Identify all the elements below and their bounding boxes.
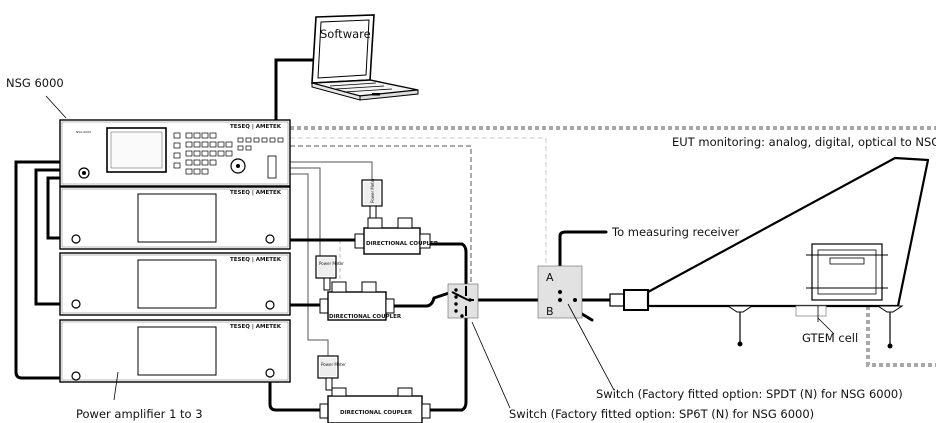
gtem-cell <box>609 156 930 349</box>
spdt-switch: A B <box>537 265 583 319</box>
software-label: Software <box>320 27 371 41</box>
sp6t-switch-label: Switch (Factory fitted option: SP6T (N) … <box>509 407 814 421</box>
power-meter-3: Power Meter <box>317 355 346 391</box>
nsg-panel-model: NSG 6000 <box>76 130 91 134</box>
amp1-brand: TESEQ | AMETEK <box>230 190 282 196</box>
nsg6000-label: NSG 6000 <box>6 76 64 90</box>
power-meter-2-label: Power Meter <box>319 261 344 266</box>
eut-monitoring-label: EUT monitoring: analog, digital, optical… <box>672 135 936 149</box>
label-pointers <box>45 95 835 409</box>
spdt-switch-label: Switch (Factory fitted option: SPDT (N) … <box>596 387 903 401</box>
power-meter-3-label: Power Meter <box>321 362 346 367</box>
coupler-2-label: DIRECTIONAL COUPLER <box>329 314 402 320</box>
directional-coupler-3: DIRECTIONAL COUPLER <box>319 387 431 423</box>
measuring-receiver-label: To measuring receiver <box>611 225 740 239</box>
laptop-icon: Software <box>311 14 419 101</box>
nsg-brand: TESEQ | AMETEK <box>230 124 282 130</box>
control-lines <box>290 161 373 356</box>
amp3-brand: TESEQ | AMETEK <box>230 324 282 330</box>
power-meter-2: Power Meter <box>315 255 344 291</box>
power-amplifier-3: TESEQ | AMETEK <box>59 319 291 383</box>
amp2-brand: TESEQ | AMETEK <box>230 257 282 263</box>
coupler-3-label: DIRECTIONAL COUPLER <box>340 410 413 416</box>
sp6t-switch <box>447 283 479 319</box>
power-meter-1: Power Meter <box>361 178 383 221</box>
gtem-cell-label: GTEM cell <box>802 331 858 345</box>
power-amplifier-label: Power amplifier 1 to 3 <box>76 407 203 421</box>
port-b-label: B <box>546 305 554 318</box>
power-meter-1-label: Power Meter <box>370 178 375 203</box>
power-amplifier-2: TESEQ | AMETEK <box>59 252 291 316</box>
directional-coupler-1: DIRECTIONAL COUPLER <box>354 217 439 255</box>
nsg6000-unit: NSG 6000 TESEQ | AMETEK <box>59 119 291 187</box>
power-amplifier-1: TESEQ | AMETEK <box>59 186 291 250</box>
directional-coupler-2: DIRECTIONAL COUPLER <box>319 281 402 321</box>
port-a-label: A <box>546 271 554 284</box>
coupler-1-label: DIRECTIONAL COUPLER <box>366 241 439 247</box>
